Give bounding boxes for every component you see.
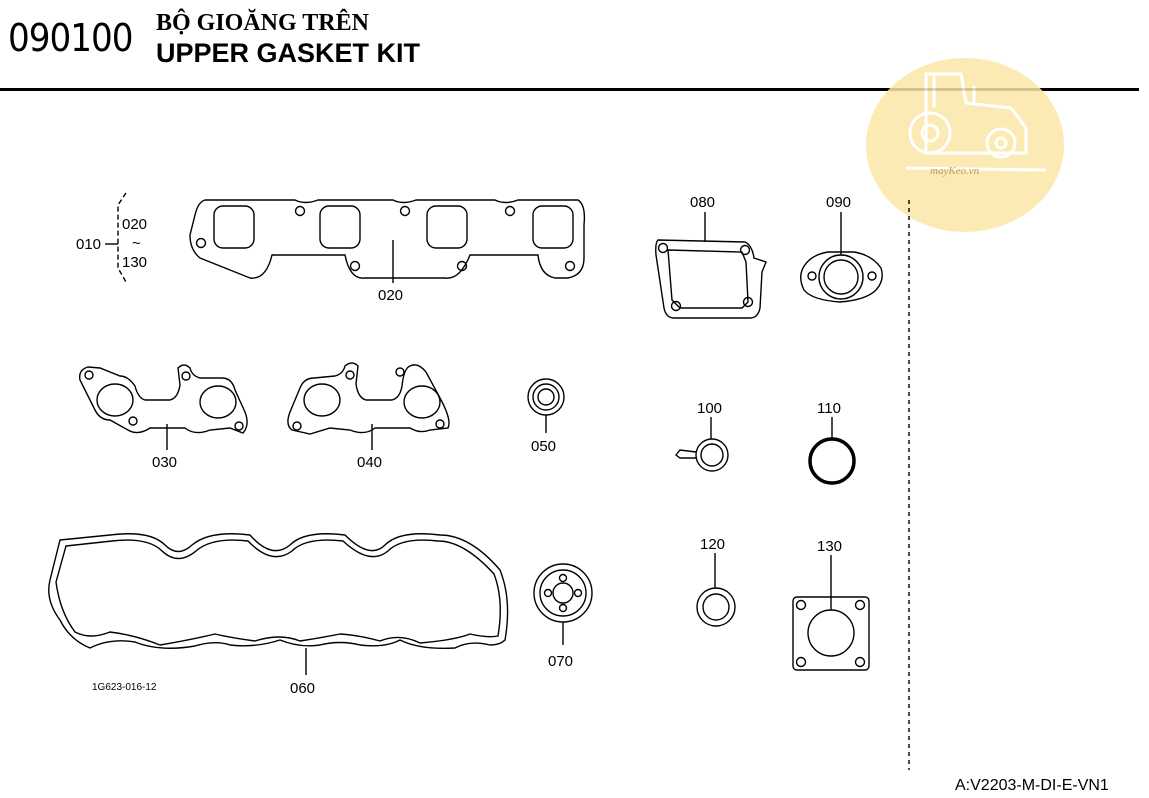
label-tilde: ~ — [132, 235, 141, 252]
page-code: 090100 — [8, 16, 133, 60]
label-050: 050 — [531, 438, 556, 455]
label-130-range: 130 — [122, 254, 147, 271]
label-030: 030 — [152, 454, 177, 471]
title-english: UPPER GASKET KIT — [156, 38, 421, 68]
watermark-logo — [866, 58, 1064, 232]
label-080: 080 — [690, 194, 715, 211]
figure-id: 1G623-016-12 — [92, 682, 157, 693]
label-020-range: 020 — [122, 216, 147, 233]
label-130: 130 — [817, 538, 842, 555]
label-060: 060 — [290, 680, 315, 697]
part-labels: 010 020 ~ 130 020 030 040 050 060 070 08… — [76, 194, 851, 697]
footer-reference: A:V2203-M-DI-E-VN1 — [955, 777, 1109, 794]
logo-text: mayKeo.vn — [930, 165, 980, 177]
label-040: 040 — [357, 454, 382, 471]
label-020: 020 — [378, 287, 403, 304]
label-090: 090 — [826, 194, 851, 211]
title-vietnamese: BỘ GIOĂNG TRÊN — [156, 10, 369, 36]
label-120: 120 — [700, 536, 725, 553]
tractor-icon — [905, 72, 1047, 172]
label-110: 110 — [817, 400, 841, 417]
label-010: 010 — [76, 236, 101, 253]
header-rule — [0, 88, 1139, 91]
label-070: 070 — [548, 653, 573, 670]
label-100: 100 — [697, 400, 722, 417]
